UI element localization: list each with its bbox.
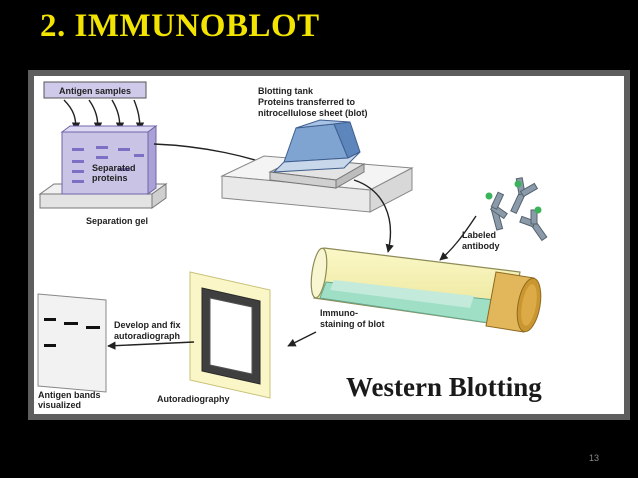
western-blotting-caption: Western Blotting <box>346 372 542 402</box>
gel-bands <box>72 146 144 183</box>
staining-tube <box>310 247 542 333</box>
antigen-bands-label-1: Antigen bands <box>38 390 101 400</box>
develop-label-1: Develop and fix <box>114 320 181 330</box>
arrow-tube-to-film <box>287 331 317 347</box>
visualized-bands-sheet <box>37 293 107 393</box>
blotting-tank-label-3: nitrocellulose sheet (blot) <box>258 108 368 118</box>
arrow-antibody-to-tube <box>439 215 477 261</box>
blotting-tank <box>220 119 414 213</box>
blotting-tank-label-1: Blotting tank <box>258 86 314 96</box>
labeled-antibodies <box>489 177 548 242</box>
separated-proteins-label-2: proteins <box>92 173 128 183</box>
separation-gel: Separated proteins <box>38 125 168 209</box>
arrow-tank-to-tube <box>353 179 394 253</box>
develop-label-2: autoradiograph <box>114 331 180 341</box>
labeled-antibody-label-1: Labeled <box>462 230 496 240</box>
labeled-antibody-label-2: antibody <box>462 241 500 251</box>
page-number: 13 <box>589 453 600 463</box>
slide-title: 2. IMMUNOBLOT <box>40 8 320 44</box>
antibody-label-tags <box>485 180 542 214</box>
blotting-tank-label-2: Proteins transferred to <box>258 97 356 107</box>
diagram-canvas: Antigen samples Separated proteins Separ… <box>37 81 548 410</box>
autoradiography-film <box>189 271 271 399</box>
antigen-bands-label-2: visualized <box>38 400 81 410</box>
immunostaining-label-2: staining of blot <box>320 319 385 329</box>
antigen-samples-label-box: Antigen samples <box>43 81 147 99</box>
western-blot-diagram: Antigen samples Separated proteins Separ… <box>34 76 624 414</box>
antigen-samples-label: Antigen samples <box>59 86 131 96</box>
separated-proteins-label-1: Separated <box>92 163 136 173</box>
arrow-film-to-bands <box>107 341 195 350</box>
autoradiography-label: Autoradiography <box>157 394 230 404</box>
immunostaining-label-1: Immuno- <box>320 308 358 318</box>
separation-gel-label: Separation gel <box>86 216 148 226</box>
